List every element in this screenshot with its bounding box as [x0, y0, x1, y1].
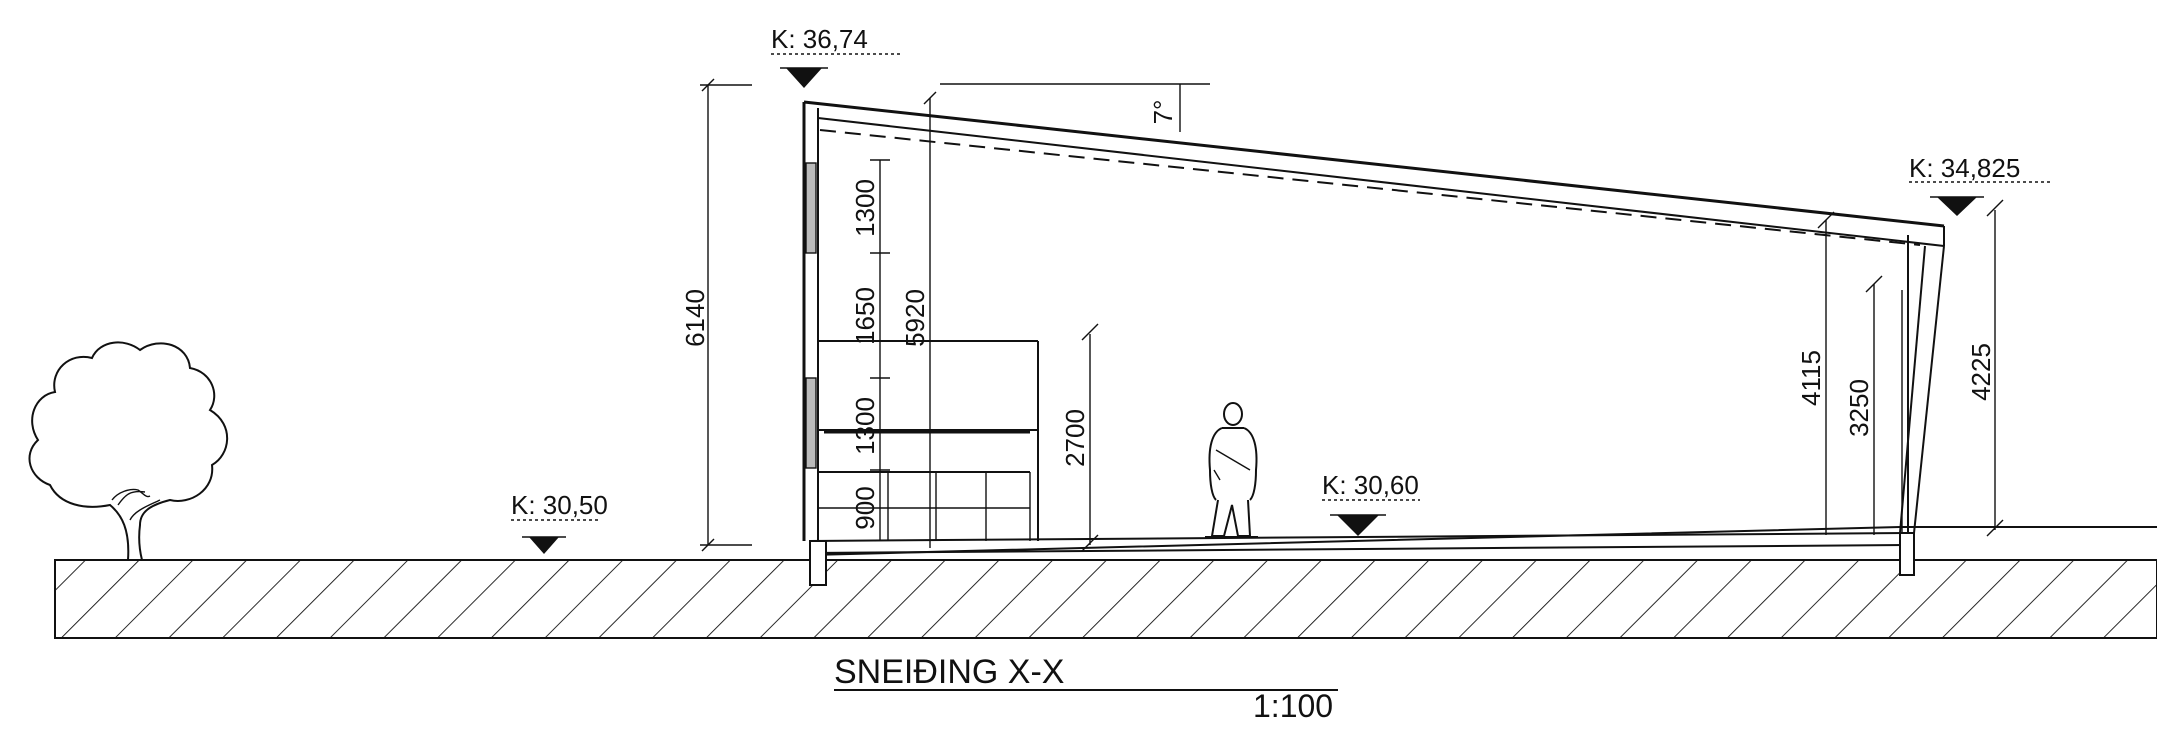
level-label-ground: K: 30,50	[511, 490, 608, 520]
dim-label-2700: 2700	[1060, 409, 1090, 467]
level-label-roof-low: K: 34,825	[1909, 153, 2020, 183]
angle-label: 7°	[1148, 100, 1178, 125]
left-wall	[802, 102, 819, 541]
dim-4115: 4115	[1796, 211, 1835, 535]
drawing-scale: 1:100	[1253, 688, 1333, 724]
drawing-title-block: SNEIÐING X-X 1:100	[834, 653, 1338, 724]
dim-label-1650: 1650	[850, 287, 880, 345]
roof-angle: 7°	[940, 83, 1210, 132]
dim-4225: 4225	[1966, 199, 2004, 537]
floor-slab	[809, 532, 1915, 586]
dim-3250: 3250	[1844, 275, 1883, 535]
level-label-roof-high: K: 36,74	[771, 24, 868, 54]
dim-label-4115: 4115	[1796, 350, 1826, 406]
dim-6140: 6140	[680, 78, 752, 552]
person-icon	[1205, 402, 1258, 538]
level-marker-floor: K: 30,60	[1322, 470, 1420, 536]
dim-label-3250: 3250	[1844, 379, 1874, 437]
dim-label-900: 900	[850, 486, 880, 529]
dim-chain-left: 1300 1650 1300 900	[850, 159, 890, 541]
dim-label-5920: 5920	[900, 289, 930, 347]
level-marker-roof-high: K: 36,74	[771, 24, 900, 88]
dim-2700: 2700	[1060, 323, 1099, 552]
level-marker-roof-low: K: 34,825	[1909, 153, 2050, 216]
level-marker-ground: K: 30,50	[511, 490, 608, 554]
interior-unit	[818, 340, 1039, 541]
dim-label-4225: 4225	[1966, 343, 1996, 401]
dim-5920: 5920	[900, 91, 937, 548]
ground-hatch	[54, 526, 2157, 639]
dim-label-6140: 6140	[680, 289, 710, 347]
dim-label-1300-lower: 1300	[850, 397, 880, 455]
right-wall	[1899, 245, 1945, 534]
dim-label-1300-upper: 1300	[850, 179, 880, 237]
roof	[803, 100, 1945, 533]
drawing-title: SNEIÐING X-X	[834, 653, 1064, 691]
level-label-floor: K: 30,60	[1322, 470, 1419, 500]
tree-icon	[28, 341, 229, 561]
